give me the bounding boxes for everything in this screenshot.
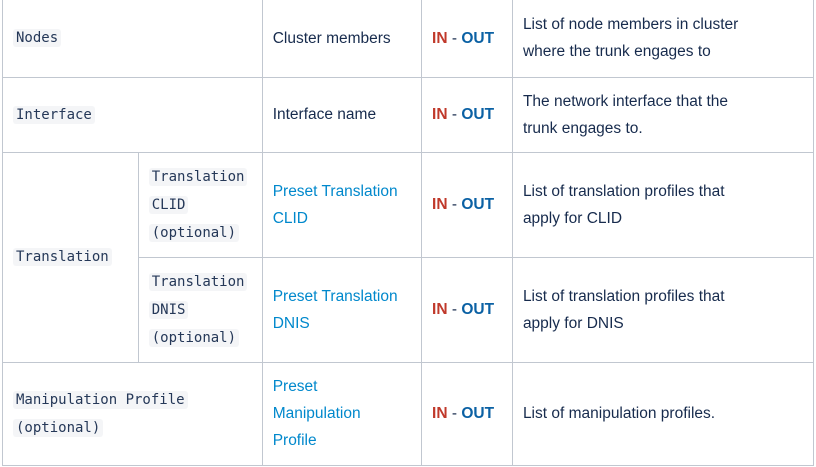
label-cell: Interface name	[261, 76, 423, 153]
label-text: Cluster members	[272, 29, 391, 47]
description-cell: List of translation profiles that apply …	[511, 151, 815, 258]
in-label: IN	[432, 405, 448, 422]
in-label: IN	[432, 29, 448, 47]
sub-parameter-code: Translation	[148, 167, 248, 186]
in-label: IN	[432, 106, 448, 123]
direction-separator: -	[451, 106, 458, 123]
description-line: List of node members in cluster	[522, 16, 739, 34]
description-line: List of translation profiles that	[522, 182, 725, 200]
description-cell: List of translation profiles that apply …	[511, 256, 815, 363]
description-text: List of manipulation profiles.	[522, 405, 716, 422]
description-cell: List of manipulation profiles.	[511, 361, 815, 466]
direction-cell: IN - OUT	[421, 256, 513, 363]
description-line: List of translation profiles that	[522, 287, 725, 305]
table-row-manipulation: Manipulation Profile (optional) Preset M…	[2, 361, 815, 466]
direction-separator: -	[451, 405, 458, 422]
description-cell: List of node members in cluster where th…	[511, 0, 815, 78]
link-line[interactable]: Profile	[272, 432, 317, 449]
sub-parameter-code: (optional)	[148, 223, 240, 242]
out-label: OUT	[461, 301, 495, 318]
direction-separator: -	[451, 196, 458, 213]
link-line[interactable]: CLID	[272, 209, 309, 227]
direction-cell: IN - OUT	[421, 151, 513, 258]
direction-separator: -	[451, 29, 458, 47]
direction-separator: -	[451, 301, 458, 318]
sub-parameter-code: CLID	[148, 195, 189, 214]
link-line[interactable]: Preset Translation	[272, 182, 398, 200]
label-text: Interface name	[272, 106, 377, 123]
direction-cell: IN - OUT	[421, 0, 513, 78]
label-cell: Cluster members	[261, 0, 423, 78]
in-label: IN	[432, 301, 448, 318]
description-line: apply for CLID	[522, 209, 623, 227]
preset-translation-dnis-link[interactable]: Preset Translation DNIS	[273, 288, 398, 332]
label-cell: Preset Manipulation Profile	[261, 361, 423, 466]
parameter-cell: Translation	[2, 151, 139, 363]
preset-translation-clid-link[interactable]: Preset Translation CLID	[273, 183, 398, 227]
out-label: OUT	[461, 106, 495, 123]
out-label: OUT	[461, 405, 495, 422]
direction-cell: IN - OUT	[421, 361, 513, 466]
out-label: OUT	[461, 196, 495, 213]
parameter-code: Interface	[13, 105, 95, 124]
label-cell: Preset Translation CLID	[261, 151, 423, 258]
table-row-nodes: Nodes Cluster members IN - OUT List of n…	[2, 0, 815, 78]
parameter-code: Nodes	[13, 29, 62, 48]
link-line[interactable]: Preset Translation	[272, 287, 398, 305]
sub-parameter-cell: Translation CLID (optional)	[137, 151, 263, 258]
label-cell: Preset Translation DNIS	[261, 256, 423, 363]
parameter-cell: Interface	[2, 76, 263, 153]
parameter-cell: Manipulation Profile (optional)	[2, 361, 263, 466]
parameter-code: Translation	[13, 248, 112, 266]
direction-cell: IN - OUT	[421, 76, 513, 153]
parameter-code: (optional)	[13, 418, 104, 437]
sub-parameter-code: Translation	[148, 272, 248, 291]
description-cell: The network interface that the trunk eng…	[511, 76, 815, 153]
preset-manipulation-profile-link[interactable]: Preset Manipulation Profile	[273, 378, 361, 449]
link-line[interactable]: Manipulation	[272, 405, 361, 422]
link-line[interactable]: DNIS	[272, 314, 310, 332]
table-row-translation-clid: Translation Translation CLID (optional) …	[2, 151, 815, 363]
description-line: The network interface that the	[522, 92, 728, 110]
parameter-cell: Nodes	[2, 0, 263, 78]
description-line: where the trunk engages to	[522, 43, 711, 61]
sub-parameter-code: (optional)	[148, 328, 240, 347]
table-row-interface: Interface Interface name IN - OUT The ne…	[2, 76, 815, 153]
parameter-code: Manipulation Profile	[13, 390, 188, 409]
sub-parameter-code: DNIS	[148, 300, 189, 319]
sub-parameter-cell: Translation DNIS (optional)	[137, 256, 263, 363]
description-line: apply for DNIS	[522, 314, 624, 332]
description-line: trunk engages to.	[522, 119, 643, 137]
link-line[interactable]: Preset	[272, 378, 318, 395]
in-label: IN	[432, 196, 448, 213]
out-label: OUT	[461, 29, 495, 47]
